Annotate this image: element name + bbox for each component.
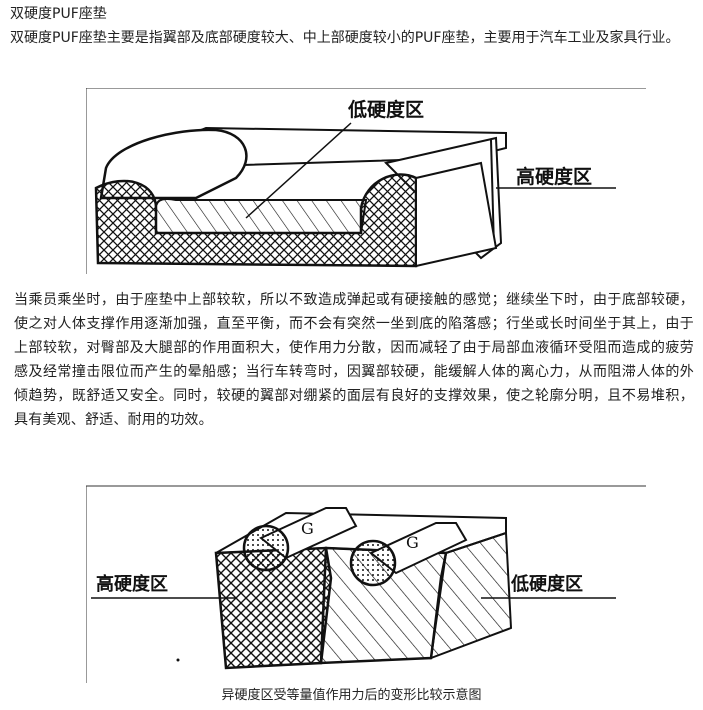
high-hardness-label: 高硬度区 [516,165,592,188]
seat-cushion-diagram: 低硬度区 高硬度区 [86,88,646,274]
article-title: 双硬度PUF座垫 [10,6,107,22]
weight-g-label-1: G [301,519,314,538]
low-hardness-label-2: 低硬度区 [510,573,583,595]
article-body: 当乘员乘坐时，由于座垫中上部较软，所以不致造成弹起或有硬接触的感觉；继续坐下时，… [14,292,694,428]
article-intro: 双硬度PUF座垫主要是指翼部及底部硬度较大、中上部硬度较小的PUF座垫，主要用于… [10,30,680,46]
high-hardness-label-2: 高硬度区 [96,573,168,595]
weight-g-label-2: G [406,533,419,552]
deformation-diagram: G G 高硬度区 低硬度区 [86,485,646,683]
figure-caption: 异硬度区受等量值作用力后的变形比较示意图 [221,688,482,703]
low-hardness-label: 低硬度区 [347,98,424,121]
